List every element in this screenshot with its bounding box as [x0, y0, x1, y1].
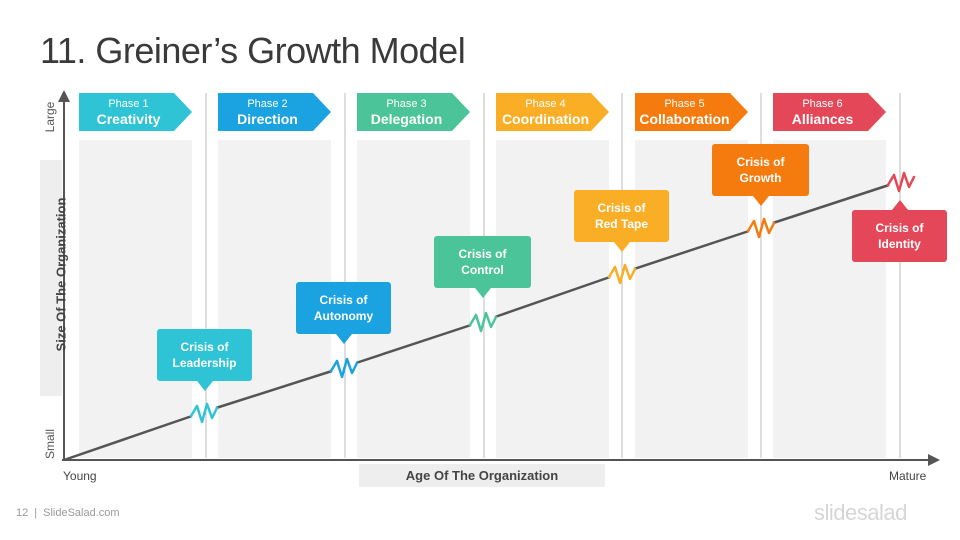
- growth-line-segment-6: [772, 183, 890, 225]
- crisis-line1: Crisis of: [180, 340, 229, 354]
- crisis-control-callout: Crisis of Control: [434, 236, 531, 298]
- phase-column-1: [79, 140, 192, 458]
- crisis-leadership-callout: Crisis of Leadership: [157, 329, 252, 391]
- y-axis-bottom-label: Small: [43, 429, 57, 460]
- crisis-line2: Leadership: [172, 356, 237, 370]
- y-axis-title: Size Of The Organization: [53, 197, 69, 352]
- phase-number: Phase 2: [247, 98, 288, 110]
- crisis-growth-callout: Crisis of Growth: [712, 144, 809, 206]
- phase-4-chevron: [496, 93, 609, 131]
- crisis-zigzag-2: [329, 357, 359, 379]
- phase-name: Coordination: [501, 111, 590, 127]
- phase-name: Alliances: [791, 111, 854, 127]
- phase-4-header: Phase 4 Coordination: [496, 93, 595, 131]
- phase-number: Phase 3: [386, 98, 427, 110]
- phase-5-chevron: [635, 93, 748, 131]
- phase-2-chevron: [218, 93, 331, 131]
- phase-6-chevron: [773, 93, 886, 131]
- y-axis-top-label: Large: [43, 101, 57, 133]
- y-axis-arrow: [58, 90, 70, 102]
- crisis-line2: Autonomy: [313, 309, 374, 323]
- crisis-line2: Control: [461, 263, 504, 277]
- phase-3-header: Phase 3 Delegation: [357, 93, 456, 131]
- growth-line-segment-5: [633, 229, 750, 271]
- crisis-autonomy-callout: Crisis of Autonomy: [296, 282, 391, 344]
- phase-1-chevron: [79, 93, 192, 131]
- x-axis-right-label: Mature: [889, 469, 927, 483]
- phase-5-header: Phase 5 Collaboration: [635, 93, 734, 131]
- growth-line-segment-3: [355, 323, 472, 365]
- crisis-zigzag-5: [746, 217, 776, 239]
- crisis-line2: Identity: [878, 237, 921, 251]
- phase-number: Phase 4: [525, 98, 566, 110]
- phase-name: Delegation: [370, 111, 443, 127]
- phase-2-header: Phase 2 Direction: [218, 93, 317, 131]
- phase-name: Creativity: [96, 111, 161, 127]
- crisis-line1: Crisis of: [458, 247, 507, 261]
- x-axis-left-label: Young: [63, 469, 97, 483]
- y-axis-title-band: [40, 160, 62, 396]
- slide-title: 11. Greiner’s Growth Model: [40, 30, 466, 71]
- crisis-zigzag-4: [607, 263, 637, 285]
- x-axis-title: Age Of The Organization: [359, 464, 605, 487]
- crisis-line1: Crisis of: [875, 221, 924, 235]
- crisis-red-tape-callout: Crisis of Red Tape: [574, 190, 669, 252]
- footer-site: SlideSalad.com: [43, 507, 120, 519]
- phase-1-header: Phase 1 Creativity: [79, 93, 178, 131]
- crisis-zigzag-1: [189, 402, 219, 424]
- slidesalad-logo: slidesalad: [814, 500, 907, 525]
- phase-name: Direction: [237, 111, 298, 127]
- crisis-line2: Red Tape: [594, 217, 649, 231]
- phase-column-4: [496, 140, 609, 458]
- growth-line-segment-4: [494, 275, 611, 319]
- phase-number: Phase 1: [108, 98, 149, 110]
- page-number: 12: [16, 507, 29, 519]
- phase-6-header: Phase 6 Alliances: [773, 93, 872, 131]
- phase-3-chevron: [357, 93, 470, 131]
- growth-line-segment-1: [63, 414, 193, 462]
- footer: 12|SlideSalad.com: [16, 507, 120, 519]
- crisis-zigzag-3: [468, 311, 498, 333]
- x-axis-arrow: [928, 454, 940, 466]
- crisis-zigzag-6: [886, 171, 916, 193]
- crisis-identity-callout: Crisis of Identity: [852, 200, 947, 262]
- crisis-line1: Crisis of: [597, 201, 646, 215]
- crisis-line2: Growth: [739, 171, 782, 185]
- phase-number: Phase 6: [802, 98, 843, 110]
- phase-number: Phase 5: [664, 98, 705, 110]
- phase-name: Collaboration: [639, 111, 730, 127]
- crisis-line1: Crisis of: [319, 293, 368, 307]
- growth-line-segment-2: [215, 369, 333, 410]
- crisis-line1: Crisis of: [736, 155, 785, 169]
